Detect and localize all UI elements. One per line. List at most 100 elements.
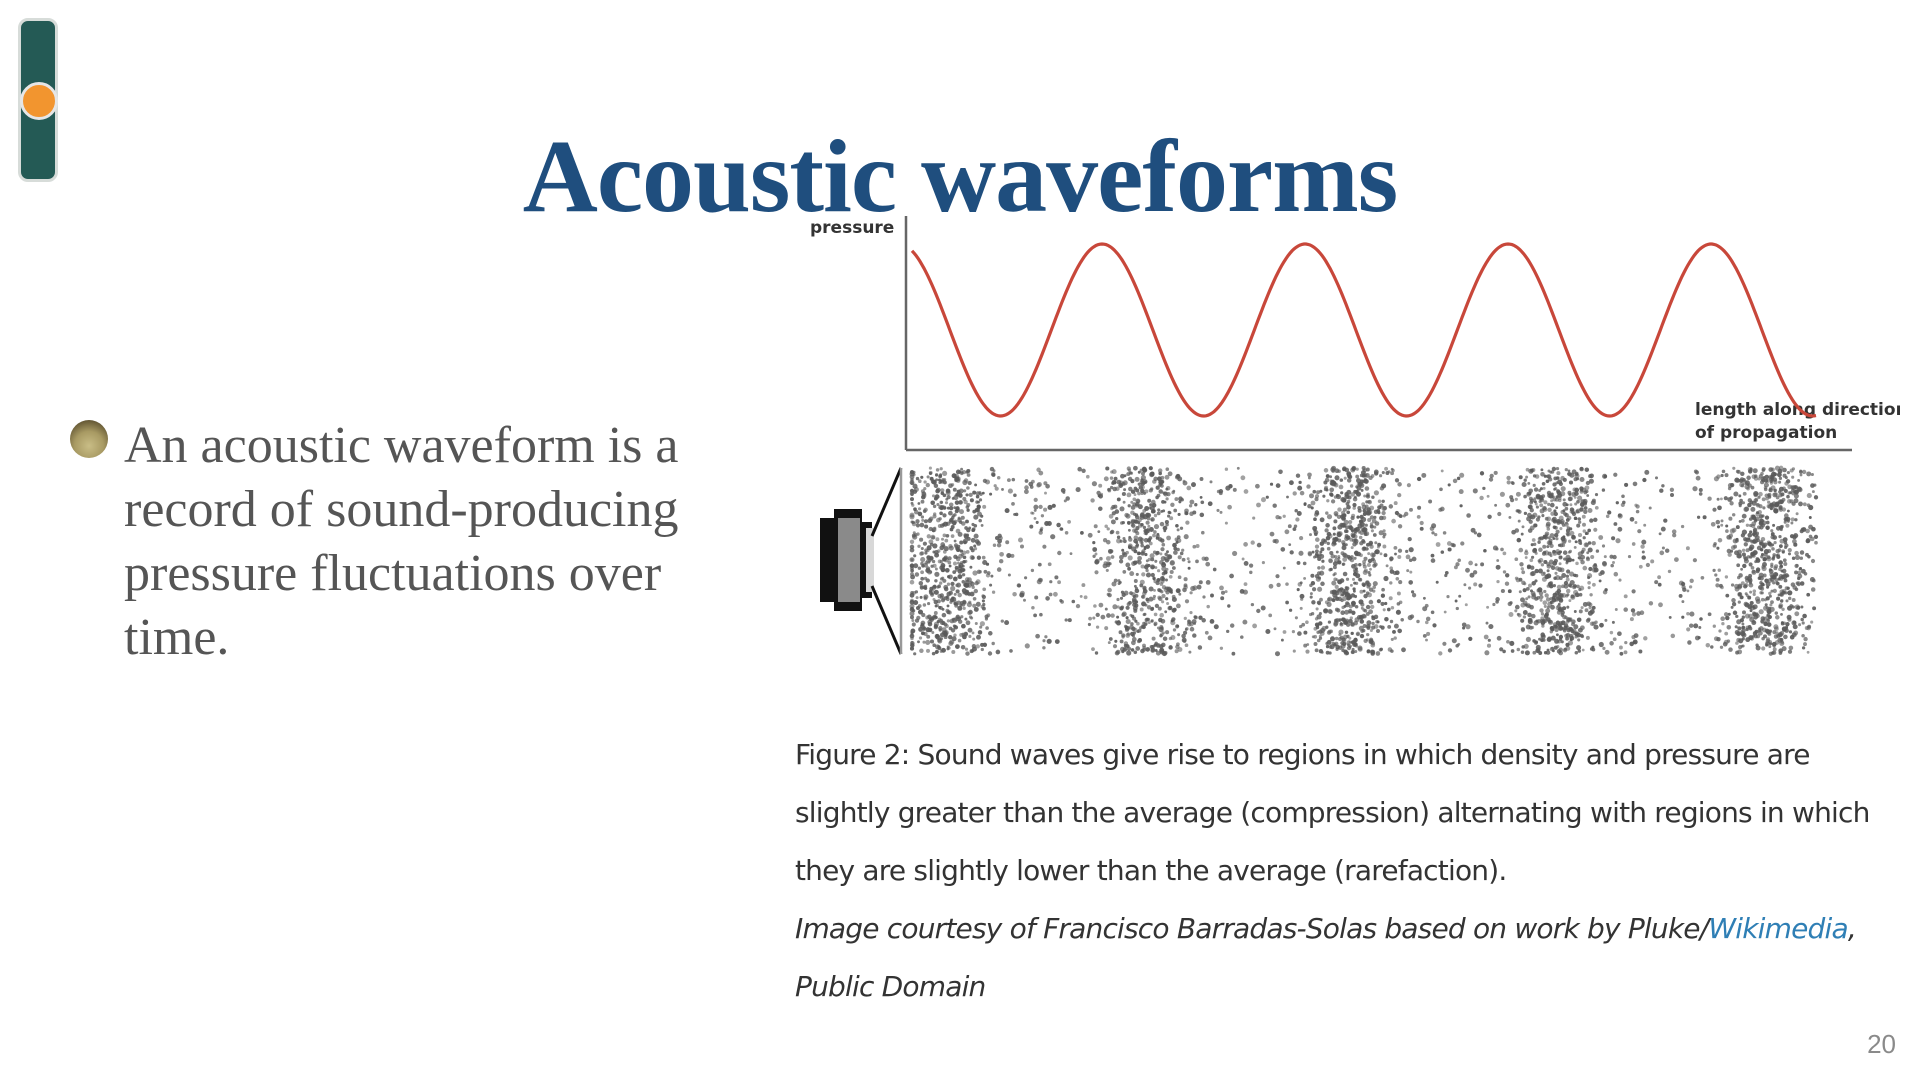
air-particle [1332, 481, 1337, 487]
air-particle [1572, 487, 1577, 492]
air-particle [1137, 504, 1143, 510]
air-particle [1522, 615, 1527, 619]
air-particle [1599, 622, 1604, 628]
air-particle [1728, 647, 1733, 652]
air-particle [1220, 596, 1225, 601]
air-particle [1366, 510, 1372, 516]
air-particle [1368, 475, 1373, 481]
air-particle [1153, 530, 1157, 534]
air-particle [1594, 505, 1599, 510]
air-particle [1764, 628, 1770, 634]
air-particle [1520, 597, 1525, 603]
air-particle [963, 540, 967, 545]
air-particle [1798, 567, 1803, 571]
air-particle [1739, 595, 1744, 600]
air-particle [1366, 649, 1371, 653]
air-particle [1425, 638, 1428, 642]
air-particle [959, 540, 964, 545]
air-particle [971, 585, 975, 590]
air-particle [1539, 487, 1543, 491]
air-particle [1158, 471, 1162, 476]
air-particle [1803, 642, 1807, 647]
air-particle [1737, 584, 1742, 590]
air-particle [1320, 547, 1325, 552]
air-particle [1137, 628, 1142, 633]
air-particle [982, 559, 988, 566]
air-particle [1784, 543, 1789, 548]
title-container: Acoustic waveforms [0, 50, 1920, 304]
air-particle [1148, 541, 1153, 546]
air-particle [1378, 530, 1384, 536]
air-particle [1310, 581, 1316, 586]
air-particle [1681, 615, 1685, 619]
air-particle [1311, 587, 1317, 592]
air-particle [916, 532, 920, 536]
air-particle [1510, 498, 1515, 503]
air-particle [1801, 634, 1805, 638]
air-particle [976, 505, 981, 510]
air-particle [1456, 476, 1461, 481]
air-particle [1147, 498, 1152, 503]
air-particle [1635, 509, 1640, 514]
air-particle [1810, 536, 1815, 542]
air-particle [1150, 557, 1155, 562]
air-particle [1167, 514, 1171, 518]
air-particle [1741, 615, 1745, 619]
air-particle [1489, 473, 1494, 479]
air-particle [1381, 483, 1387, 489]
air-particle [1137, 470, 1141, 474]
air-particle [1114, 639, 1118, 643]
air-particle [960, 515, 965, 520]
air-particle [1742, 563, 1747, 569]
air-particle [1760, 554, 1764, 559]
air-particle [1158, 596, 1163, 602]
air-particle [993, 484, 997, 488]
air-particle [1359, 633, 1365, 639]
air-particle [1417, 505, 1422, 510]
air-particle [1593, 517, 1598, 523]
air-particle [1778, 576, 1784, 581]
air-particle [1520, 602, 1526, 608]
air-particle [1130, 479, 1135, 484]
air-particle [1439, 487, 1443, 492]
air-particle [1778, 465, 1784, 471]
air-particle [1526, 564, 1531, 569]
air-particle [1546, 636, 1552, 643]
air-particle [1555, 506, 1559, 510]
air-particle [932, 543, 938, 549]
air-particle [1483, 549, 1487, 553]
air-particle [1265, 628, 1271, 635]
air-particle [1681, 600, 1685, 604]
air-particle [1318, 634, 1322, 638]
air-particle [955, 614, 960, 619]
pressure-wave-line [910, 242, 1817, 418]
air-particle [1328, 609, 1333, 615]
air-particle [1758, 630, 1763, 636]
air-particle [981, 555, 986, 560]
air-particle [917, 609, 924, 615]
air-particle [1688, 623, 1694, 628]
air-particle [1140, 492, 1144, 496]
air-particle [1241, 557, 1245, 561]
air-particle [1630, 608, 1636, 613]
air-particle [960, 644, 966, 650]
air-particle [1268, 583, 1274, 589]
air-particle [1538, 568, 1543, 574]
air-particle [1340, 491, 1344, 495]
air-particle [1533, 500, 1537, 504]
air-particle [1219, 585, 1224, 591]
air-particle [1585, 557, 1591, 562]
air-particle [1329, 550, 1334, 556]
air-particle [1140, 564, 1145, 569]
air-particle [1158, 627, 1164, 633]
air-particle [1256, 502, 1261, 508]
air-particle [942, 480, 947, 485]
wikimedia-link[interactable]: Wikimedia [1708, 912, 1848, 945]
air-particle [1011, 477, 1016, 482]
air-particle [1367, 558, 1373, 564]
air-particle [1762, 506, 1766, 510]
air-particle [979, 621, 985, 627]
air-particle [1142, 509, 1147, 513]
air-particle [1134, 586, 1139, 591]
air-particle [909, 611, 915, 617]
